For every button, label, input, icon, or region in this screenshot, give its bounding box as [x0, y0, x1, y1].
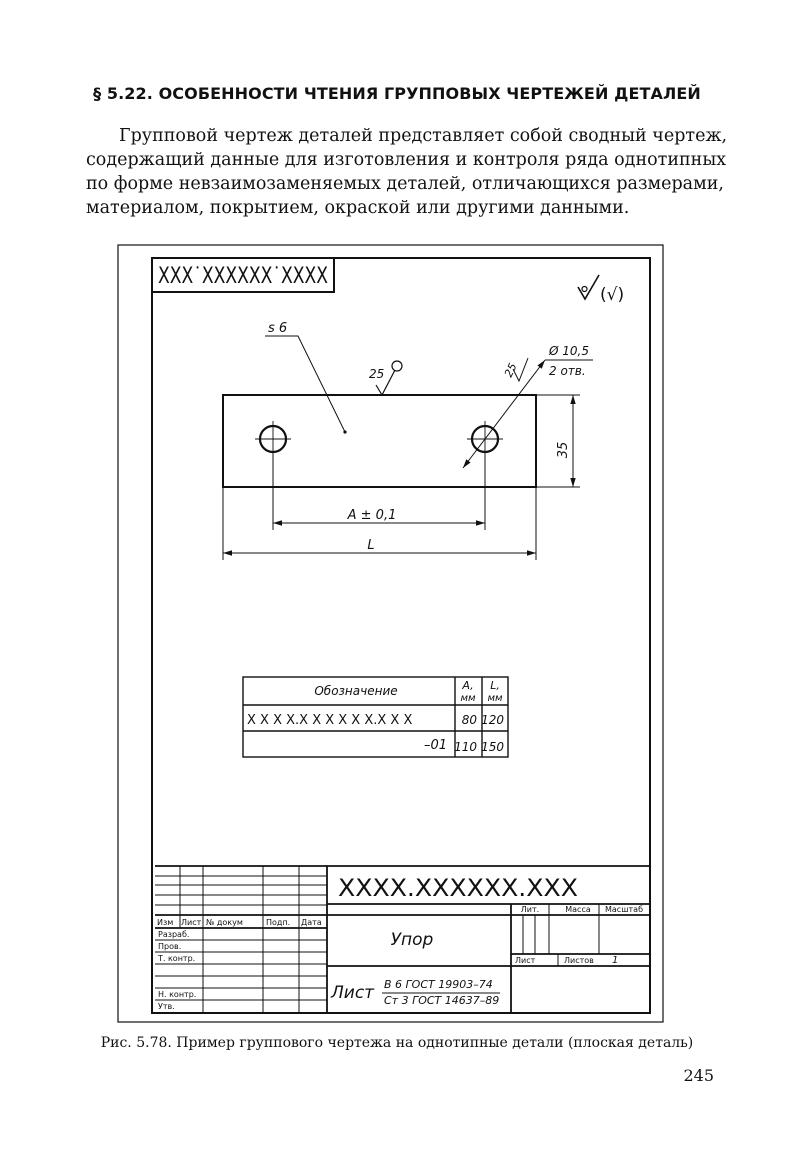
title-block-name: Упор: [391, 930, 434, 950]
roughness-hole-value: 25: [502, 361, 520, 379]
dim-l-text: L: [367, 538, 374, 553]
roughness-check-icon: [577, 274, 600, 301]
listov-label: Листов: [564, 956, 594, 965]
paragraph-line: по форме невзаимозаменяемых деталей, отл…: [86, 174, 724, 194]
table-header-a: A,: [461, 679, 473, 692]
part-view: [222, 394, 537, 488]
roughness-top-value: 25: [369, 367, 384, 381]
l-dimension: [222, 487, 537, 560]
inner-frame: [151, 257, 651, 1014]
height-dim-text: 35: [556, 442, 571, 459]
paragraph-line: материалом, покрытием, окраской или друг…: [86, 198, 630, 218]
table-row-l: 150: [481, 740, 504, 754]
thickness-label: s 6: [268, 321, 287, 336]
table-header-l: L,: [490, 679, 500, 692]
paragraph-line: содержащий данные для изготовления и кон…: [86, 150, 727, 170]
col-list: Лист: [181, 918, 202, 927]
massa-label: Масса: [565, 905, 591, 914]
a-dimension: [272, 452, 486, 530]
col-podp: Подп.: [266, 918, 290, 927]
hole-count-label: 2 отв.: [549, 364, 586, 378]
drawing-frame: [117, 244, 664, 1023]
dim-a-text: A ± 0,1: [347, 508, 397, 523]
figure-caption: Рис. 5.78. Пример группового чертежа на …: [100, 1035, 694, 1051]
roughness-top: [375, 360, 403, 397]
hole-diameter-label: Ø 10,5: [548, 344, 589, 358]
center-lines: [255, 421, 503, 457]
paragraph-line: Групповой чертеж деталей представляет со…: [119, 126, 728, 146]
thickness-leader: [265, 335, 347, 434]
roughness-symbol: [577, 274, 600, 301]
table-row-designation: –01: [424, 738, 447, 753]
row-tkontr: Т. контр.: [157, 954, 195, 963]
row-nkontr: Н. контр.: [158, 990, 196, 999]
table-header-designation: Обозначение: [314, 684, 397, 698]
table-row-designation: X X X X.X X X X X X.X X X: [247, 713, 412, 728]
designation-box-text: XXX˙XXXXXX˙XXXX: [158, 264, 328, 289]
table-header-a-unit: мм: [460, 693, 476, 704]
lit-label: Лит.: [521, 905, 539, 914]
material-top: В 6 ГОСТ 19903–74: [384, 978, 493, 991]
col-data: Дата: [301, 918, 322, 927]
row-prov: Пров.: [158, 942, 181, 951]
intro-paragraph: Групповой чертеж деталей представляет со…: [86, 124, 728, 220]
table-row-a: 80: [462, 713, 478, 727]
table-row-a: 110: [454, 740, 477, 754]
listov-value: 1: [612, 955, 618, 966]
plate-outline: [222, 394, 537, 488]
page-number: 245: [683, 1066, 714, 1085]
roughness-general-text: (√): [600, 285, 624, 305]
list-label: Лист: [515, 956, 536, 965]
table-header-l-unit: мм: [487, 693, 503, 704]
designation-box: [151, 257, 335, 293]
variants-table: Обозначение A, мм L, мм X X X X.X X X X …: [242, 676, 509, 758]
col-docnum: № докум: [206, 918, 243, 927]
col-izm: Изм: [157, 918, 173, 927]
outer-frame: [117, 244, 664, 1023]
row-razrab: Разраб.: [158, 930, 189, 939]
material-bottom: Ст 3 ГОСТ 14637–89: [384, 994, 499, 1007]
masshtab-label: Масштаб: [605, 905, 643, 914]
title-block: XXXX.XXXXXX.XXX Упор Изм Лист № докум По…: [155, 865, 650, 1013]
hole-callout: [462, 357, 593, 469]
table-row-l: 120: [481, 713, 504, 727]
section-heading: § 5.22. ОСОБЕННОСТИ ЧТЕНИЯ ГРУППОВЫХ ЧЕР…: [93, 84, 701, 103]
material-prefix: Лист: [330, 983, 375, 1003]
title-block-designation: XXXX.XXXXXX.XXX: [338, 874, 578, 902]
height-dimension: [536, 394, 580, 488]
row-utv: Утв.: [158, 1002, 175, 1011]
